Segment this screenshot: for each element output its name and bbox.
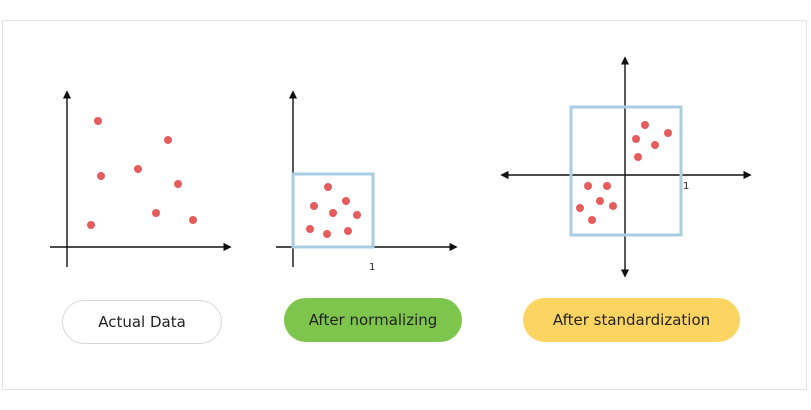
data-point (664, 129, 672, 137)
normalized-panel: 1 (276, 90, 458, 273)
actual-data-panel (50, 90, 232, 267)
data-point (164, 136, 172, 144)
after-normalizing-label: After normalizing (284, 298, 462, 342)
data-point (87, 221, 95, 229)
data-point (310, 202, 318, 210)
data-point (634, 153, 642, 161)
data-point (344, 227, 352, 235)
data-point (94, 117, 102, 125)
data-point (609, 202, 617, 210)
data-point (584, 182, 592, 190)
actual-data-text: Actual Data (98, 313, 186, 331)
data-point (97, 172, 105, 180)
data-point (576, 204, 584, 212)
actual-data-label: Actual Data (62, 300, 222, 344)
standardized-panel: 1 (500, 56, 752, 278)
data-point (632, 135, 640, 143)
data-point (323, 230, 331, 238)
data-point (353, 211, 361, 219)
normalized-unit-box (291, 172, 375, 249)
data-point (596, 197, 604, 205)
data-point (306, 225, 314, 233)
data-point (651, 141, 659, 149)
data-point (588, 216, 596, 224)
after-standardization-label: After standardization (523, 298, 740, 342)
data-point (342, 197, 350, 205)
data-point (603, 182, 611, 190)
normalized-unit-tick: 1 (369, 262, 375, 273)
data-point (134, 165, 142, 173)
data-point (152, 209, 160, 217)
standardized-unit-box (569, 105, 683, 237)
data-point (174, 180, 182, 188)
after-standardization-text: After standardization (552, 311, 711, 329)
standardized-unit-tick: 1 (683, 181, 689, 192)
data-point (329, 209, 337, 217)
data-point (189, 216, 197, 224)
after-normalizing-text: After normalizing (308, 311, 438, 329)
data-point (324, 183, 332, 191)
data-point (641, 121, 649, 129)
